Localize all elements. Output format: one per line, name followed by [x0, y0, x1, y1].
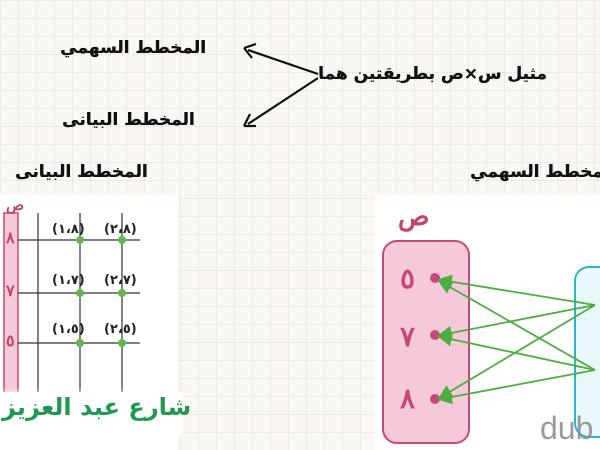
- arrow-diagram-title: مخطط السهمي: [470, 162, 600, 182]
- set-y-value: ٥: [400, 262, 416, 295]
- ordered-pair: (١،٧): [52, 273, 85, 288]
- set-y-box: [382, 240, 470, 444]
- ordered-pair: (١،٨): [52, 222, 85, 237]
- graph-label: المخطط البيانى: [62, 110, 195, 130]
- point: [76, 339, 84, 347]
- author-banner: [0, 392, 182, 434]
- graph-y-value: ٧: [6, 281, 15, 300]
- point: [76, 289, 84, 297]
- author-name: شارع عبد العزيز: [2, 393, 192, 421]
- statement-text: مثيل س×ص بطريقتين هما: [318, 64, 547, 84]
- set-y-value: ٧: [400, 320, 416, 353]
- point: [118, 289, 126, 297]
- bracket-arrows: [243, 42, 319, 128]
- ordered-pair: (١،٥): [52, 322, 85, 337]
- watermark: dub: [540, 410, 594, 446]
- set-x-box: [574, 266, 600, 438]
- ordered-pair: (٢،٨): [104, 222, 137, 237]
- arrow-diagram-label: المخطط السهمي: [60, 38, 206, 58]
- set-y-value: ٨: [400, 382, 416, 415]
- ordered-pair: (٢،٧): [104, 273, 137, 288]
- graph-y-value: ٥: [6, 331, 15, 350]
- graph-y-value: ٨: [6, 228, 15, 247]
- coordinate-grid: [3, 212, 140, 395]
- point: [118, 236, 126, 244]
- ordered-pair: (٢،٥): [104, 322, 137, 337]
- graph-y-label: ص: [6, 196, 25, 214]
- point: [76, 236, 84, 244]
- y-axis-bar: [3, 212, 19, 395]
- point: [118, 339, 126, 347]
- arrow-diagram: [382, 240, 600, 444]
- set-y-label: ص: [398, 202, 430, 232]
- graph-title: المخطط البيانى: [15, 162, 148, 182]
